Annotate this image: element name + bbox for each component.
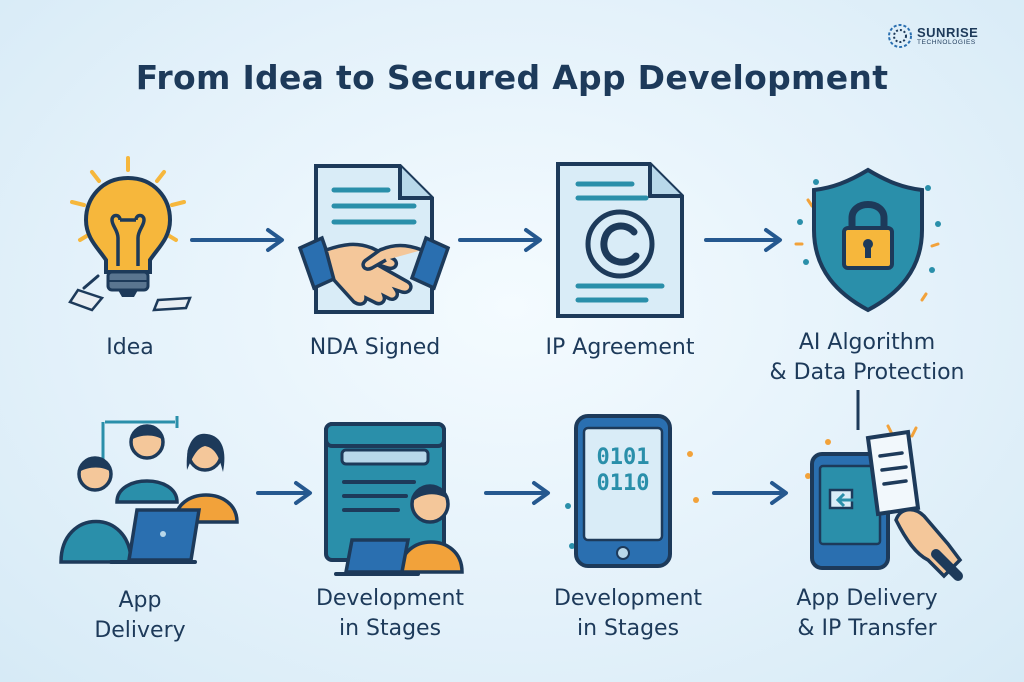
arrow-right-4 xyxy=(256,481,312,505)
phone-code-icon: 0101 0110 xyxy=(565,414,699,568)
arrow-right-1 xyxy=(190,228,284,252)
step-label-idea: Idea xyxy=(106,335,154,360)
page-title: From Idea to Secured App Development xyxy=(135,58,889,97)
arrow-right-3 xyxy=(704,228,782,252)
connector-line xyxy=(856,390,860,430)
company-logo: SUNRISE TECHNOLOGIES xyxy=(888,24,978,48)
step-label-ip-transfer: App Delivery & IP Transfer xyxy=(796,586,938,641)
sunrise-logo-icon xyxy=(888,24,912,48)
step-label-dev-stages-2: Development in Stages xyxy=(553,586,703,641)
arrow-right-5 xyxy=(484,481,550,505)
step-label-ip: IP Agreement xyxy=(545,335,695,360)
arrow-right-6 xyxy=(712,481,788,505)
logo-name: SUNRISE xyxy=(917,24,979,40)
logo-subtitle: TECHNOLOGIES xyxy=(917,38,976,46)
shield-lock-icon xyxy=(794,167,941,313)
nda-handshake-icon xyxy=(297,164,451,314)
step-label-dev-stages-1: Development in Stages xyxy=(315,586,465,641)
team-laptop-icon xyxy=(59,416,239,564)
step-label-app-delivery: App Delivery xyxy=(94,588,186,643)
copyright-document-icon xyxy=(556,162,684,318)
step-label-nda: NDA Signed xyxy=(309,335,441,360)
lightbulb-icon xyxy=(68,156,192,312)
arrow-right-2 xyxy=(458,228,542,252)
ip-transfer-icon xyxy=(805,424,963,581)
code-line-2: 0110 xyxy=(597,471,650,496)
code-line-1: 0101 xyxy=(597,445,650,470)
step-label-ai: AI Algorithm & Data Protection xyxy=(769,330,965,385)
developer-document-icon xyxy=(324,422,464,576)
